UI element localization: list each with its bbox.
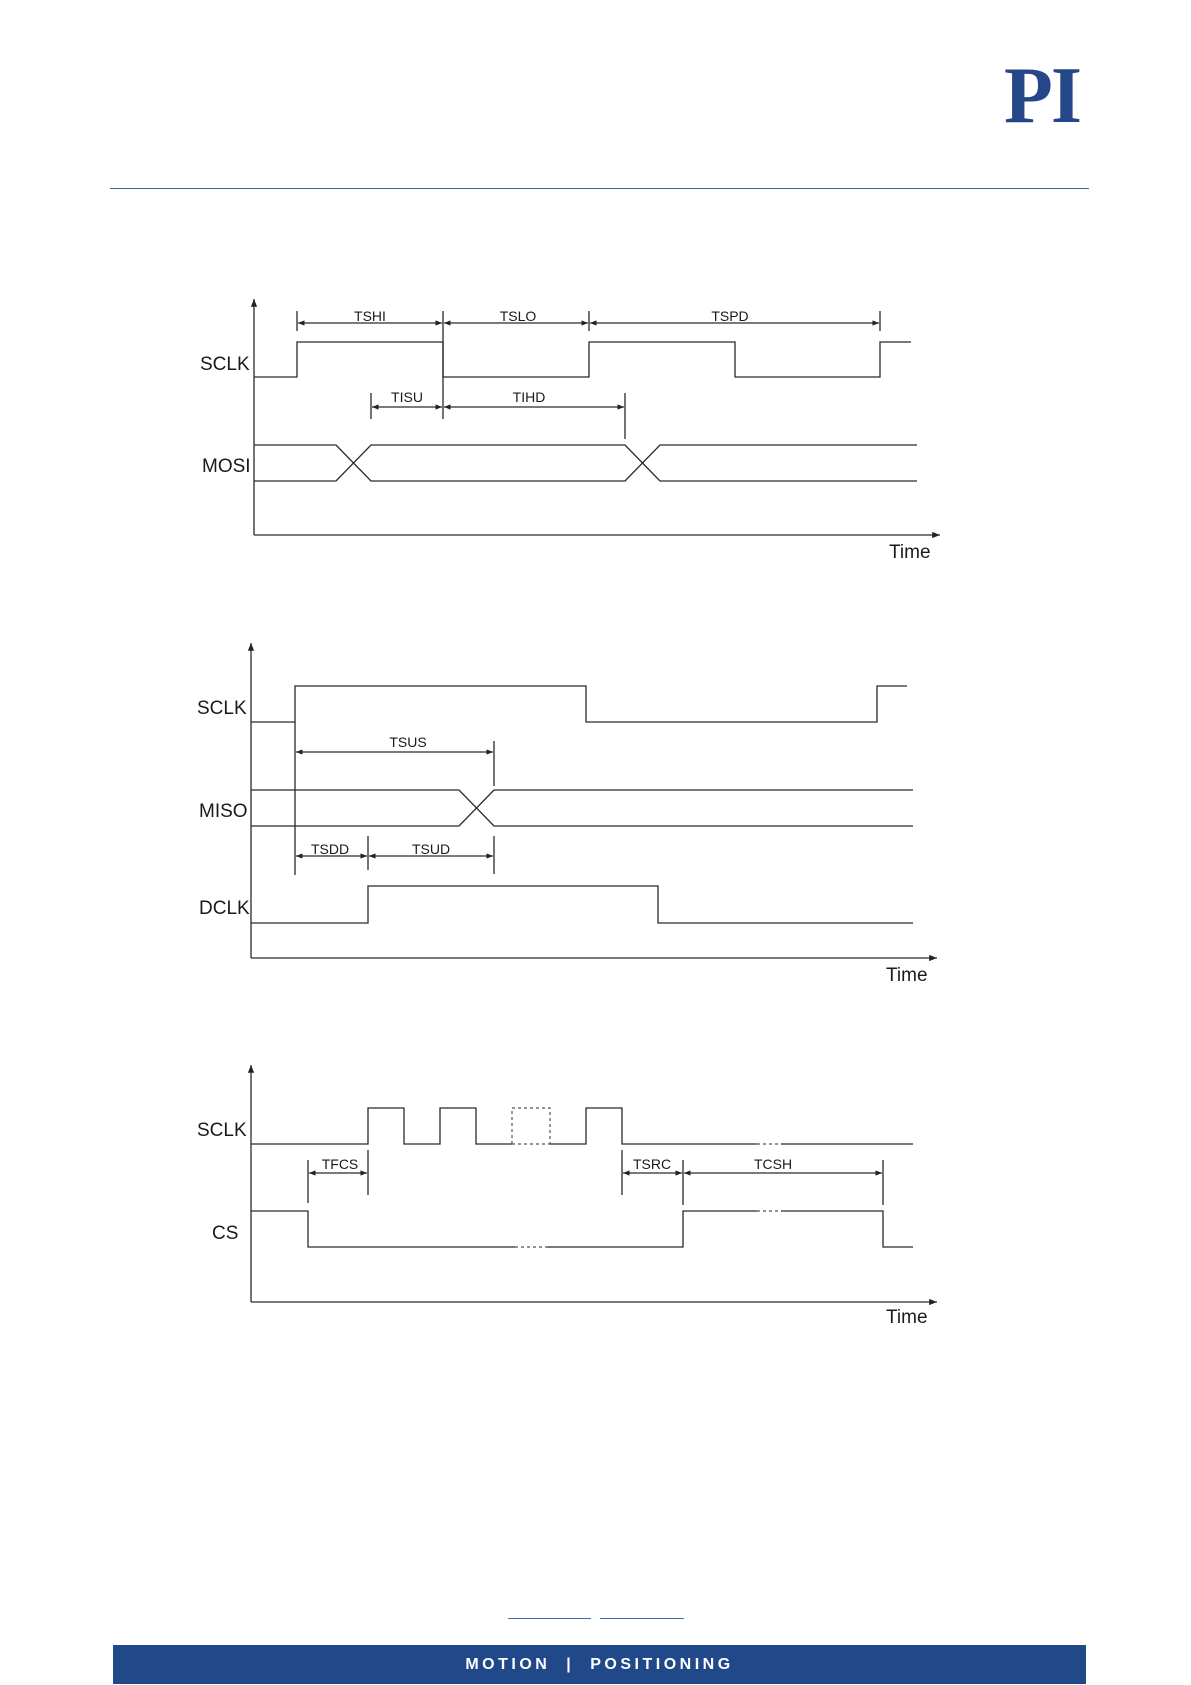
signal-label: MOSI — [202, 456, 251, 477]
footer-separator: | — [566, 1645, 574, 1685]
footer-links — [508, 1618, 684, 1621]
axis-label-time: Time — [889, 542, 931, 563]
timing-label: TSUD — [412, 841, 450, 857]
timing-label: TCSH — [754, 1156, 792, 1172]
continuation-marks — [512, 1108, 781, 1247]
diagram-2 — [251, 643, 937, 958]
timing-label: TSPD — [711, 308, 748, 324]
timing-label: TSHI — [354, 308, 386, 324]
timing-label: TFCS — [322, 1156, 359, 1172]
diagram-1 — [254, 299, 940, 535]
axis-label-time: Time — [886, 965, 928, 986]
signal-label: CS — [212, 1223, 238, 1244]
footer-motion: MOTION — [465, 1645, 550, 1685]
timing-label: TISU — [391, 389, 423, 405]
axis-label-time: Time — [886, 1307, 928, 1328]
signal-label: DCLK — [199, 898, 250, 919]
timing-label: TSDD — [311, 841, 349, 857]
footer-bar: MOTION | POSITIONING — [113, 1645, 1086, 1684]
diagram-3 — [251, 1065, 937, 1302]
signal-label: SCLK — [200, 354, 250, 375]
footer-link-2[interactable] — [600, 1618, 684, 1619]
timing-label: TIHD — [513, 389, 546, 405]
footer-link-1[interactable] — [508, 1618, 591, 1619]
timing-label: TSUS — [389, 734, 426, 750]
footer-positioning: POSITIONING — [590, 1645, 733, 1685]
timing-label: TSLO — [500, 308, 537, 324]
signal-label: SCLK — [197, 1120, 247, 1141]
signal-label: SCLK — [197, 698, 247, 719]
signal-label: MISO — [199, 801, 248, 822]
timing-label: TSRC — [633, 1156, 671, 1172]
